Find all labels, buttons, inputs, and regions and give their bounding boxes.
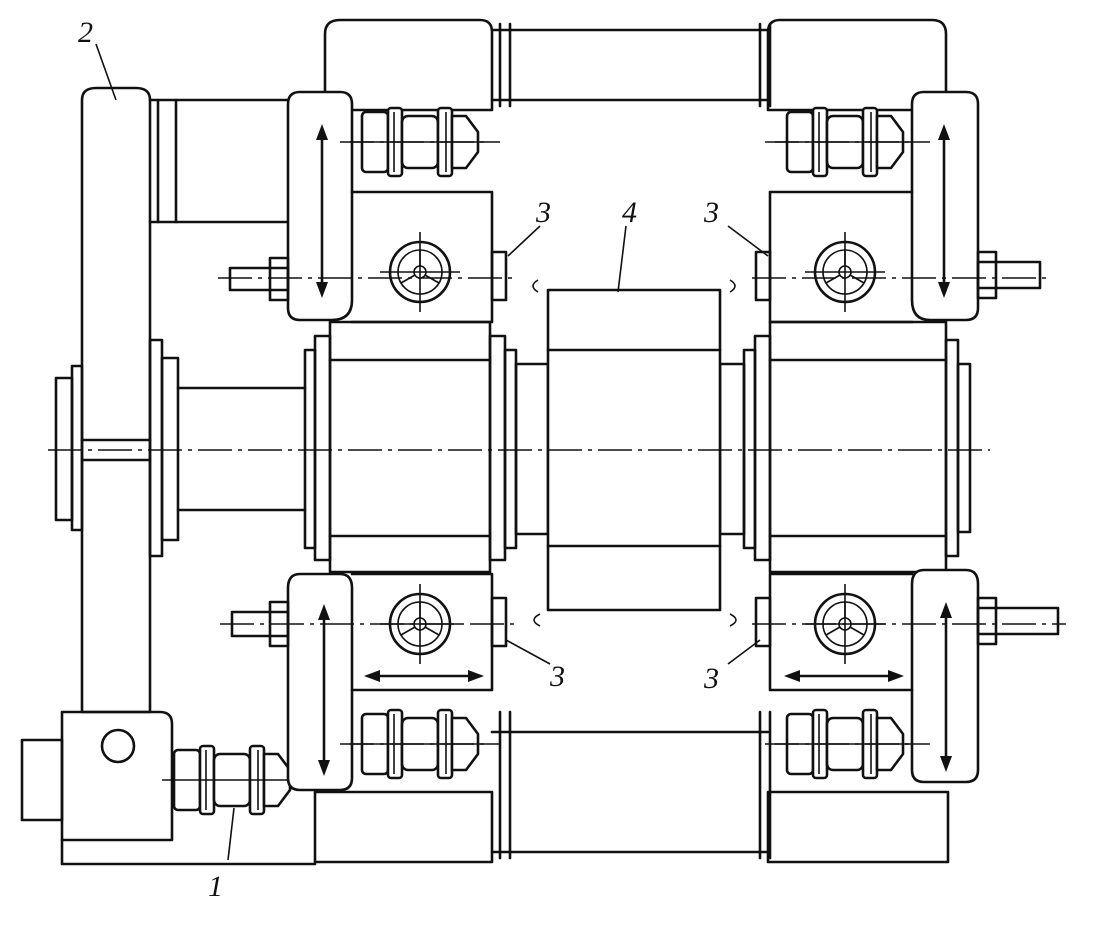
leader-lines <box>95 43 769 861</box>
work-roll <box>546 288 722 612</box>
adjust-unit-bottom-right <box>754 568 1060 784</box>
gap-marks <box>532 279 737 627</box>
label-part-3-top-right: 3 <box>703 196 719 229</box>
handwheel-icon <box>803 230 887 314</box>
drive-column <box>20 86 317 866</box>
label-part-3-bottom-left: 3 <box>549 660 565 693</box>
label-part-2: 2 <box>78 16 93 49</box>
adjust-unit-top-right <box>754 90 1042 324</box>
reducer-icon <box>160 744 304 816</box>
label-part-4: 4 <box>622 196 637 229</box>
label-part-3-top-left: 3 <box>535 196 551 229</box>
label-part-1: 1 <box>208 870 223 903</box>
handwheel-icon <box>378 230 462 314</box>
center-lines <box>48 141 1066 745</box>
part-labels: 1 2 3 3 3 3 4 <box>78 16 719 903</box>
label-part-3-bottom-right: 3 <box>703 662 719 695</box>
adjust-unit-bottom-left <box>230 572 508 792</box>
adjust-unit-top-left <box>228 90 508 324</box>
stand-frame <box>313 18 950 864</box>
